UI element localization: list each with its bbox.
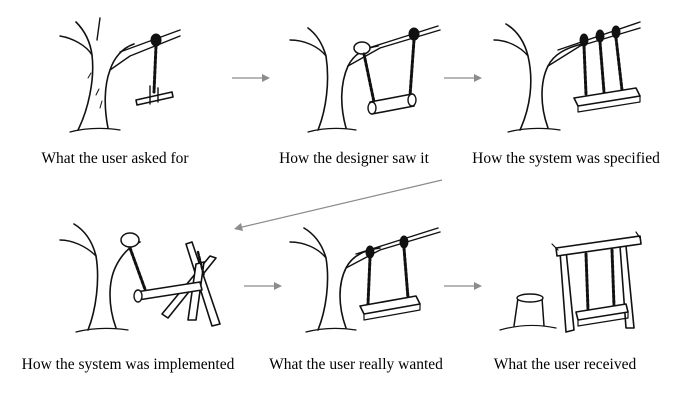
caption-panel-6: What the user received (493, 356, 637, 373)
arrow-panel5-to-panel6 (444, 282, 482, 290)
caption-panel-4: How the system was implemented (21, 356, 235, 373)
arrow-panel1-to-panel2 (232, 74, 270, 82)
caption-panel-3: How the system was specified (472, 150, 660, 167)
tree-swing-tire-board-icon (289, 227, 441, 333)
tree-swing-freestanding-icon (499, 231, 642, 333)
tree-swing-hanging-low-icon (289, 25, 441, 133)
caption-panel-5: What the user really wanted (269, 356, 443, 373)
arrow-panel2-to-panel3 (444, 74, 482, 82)
arrow-row1-to-row2 (234, 179, 443, 231)
tree-swing-single-rope-icon (59, 17, 181, 133)
caption-panel-1: What the user asked for (41, 150, 189, 167)
caption-panel-2: How the designer saw it (279, 150, 429, 167)
tree-swing-broken-frame-icon (59, 223, 221, 333)
arrow-panel4-to-panel5 (244, 282, 282, 290)
tree-swing-two-ropes-icon (493, 21, 641, 133)
